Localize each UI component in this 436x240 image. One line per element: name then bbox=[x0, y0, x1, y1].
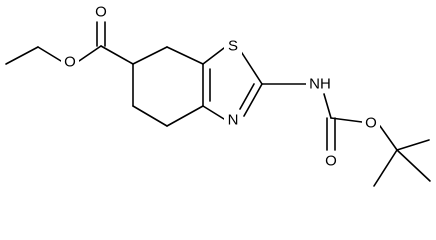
bond-tbu-c-methyl-3 bbox=[396, 149, 431, 182]
bond-c2-n-inner bbox=[239, 83, 255, 110]
atom-carbamate-carbonyl-o: O bbox=[325, 153, 337, 170]
cyclohexene-ring bbox=[132, 46, 204, 127]
chemical-structure-diagram: O O S N NH O O bbox=[5, 3, 431, 187]
bond-carbonyl-c6 bbox=[100, 45, 134, 65]
bond-tbu-c-methyl-1 bbox=[396, 139, 430, 151]
atom-ring-n: N bbox=[228, 112, 239, 129]
atom-labels: O O S N NH O O bbox=[61, 3, 380, 170]
bond-c2-n bbox=[243, 83, 263, 117]
bond-c4-c3a bbox=[166, 105, 204, 127]
atom-ester-single-o: O bbox=[64, 54, 76, 71]
bond-o-tbu-c bbox=[379, 125, 398, 151]
thiazole-ring bbox=[202, 47, 263, 120]
bond-c7a-s bbox=[202, 47, 225, 65]
bond-c5-c4 bbox=[132, 105, 168, 127]
bond-c6-c7 bbox=[132, 46, 168, 65]
bond-o-carbonyl-c bbox=[78, 45, 102, 62]
atom-carbamate-ether-o: O bbox=[365, 115, 377, 132]
bond-n-c3a bbox=[202, 105, 225, 120]
atom-ring-s: S bbox=[228, 38, 238, 55]
boc-amine-group bbox=[261, 83, 431, 187]
ethyl-ester-group bbox=[5, 21, 134, 65]
bond-carbamate-c-o bbox=[330, 117, 363, 123]
bond-ch2-o bbox=[37, 46, 62, 62]
atom-ester-carbonyl-o: O bbox=[95, 4, 107, 21]
atom-amide-nh: NH bbox=[309, 76, 331, 93]
bond-ch3-ch2 bbox=[5, 46, 39, 65]
bond-nh-carbamate-c bbox=[323, 93, 332, 119]
bond-tbu-c-methyl-2 bbox=[373, 149, 398, 187]
bond-c7-c7a bbox=[166, 46, 204, 65]
bond-s-c2 bbox=[239, 49, 263, 85]
